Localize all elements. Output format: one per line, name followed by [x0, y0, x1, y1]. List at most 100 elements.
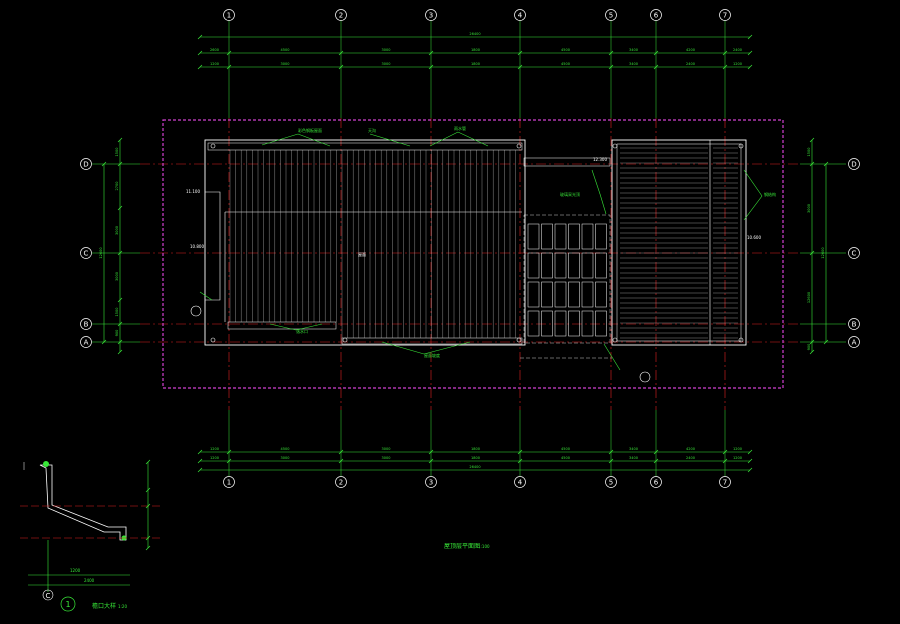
grid-bubble-label-D: D [83, 161, 88, 169]
dim-top-row1-label: 4500 [281, 48, 290, 52]
dim-bottom-total-label: 26400 [469, 465, 480, 469]
dim-top-row2-tick [517, 64, 523, 70]
annotation-6: 钢结构 [764, 191, 776, 197]
right-roof-outline [611, 139, 747, 346]
dim-top-row2-tick [428, 64, 434, 70]
dim-bottom-row1-tick [747, 449, 753, 455]
annotation-leader [743, 195, 763, 221]
detail-number: 1 [65, 600, 70, 609]
grid-bubble-col-4 [514, 9, 526, 21]
roof-drain [612, 337, 618, 343]
dim-bottom-row2-label: 2400 [686, 456, 695, 460]
detail-vertical-tick [145, 487, 151, 493]
detail-dim-2: 2400 [84, 578, 95, 583]
dim-bottom-row2-tick [338, 458, 344, 464]
dim-top-row1-tick [338, 50, 344, 56]
dim-bottom-row2-tick [747, 458, 753, 464]
right-roof-inner [616, 143, 742, 342]
dim-top-row1-tick [747, 50, 753, 56]
annotations [190, 131, 763, 383]
roof-drain [210, 143, 216, 149]
dim-top-row2-label: 1200 [210, 62, 219, 66]
dim-bottom-row1-label: 1800 [471, 447, 480, 451]
annotation-leader [599, 193, 607, 215]
dim-top-row2-label: 1200 [733, 62, 742, 66]
dim-top-row2-label: 3000 [281, 62, 290, 66]
annotation-leader [199, 291, 213, 301]
dim-bottom-row2-label: 3000 [281, 456, 290, 460]
dim-right-row1-tick [809, 339, 815, 345]
roof-drain [210, 337, 216, 343]
dim-bottom-row1-label: 4500 [281, 447, 290, 451]
dim-left-row1-label: 2700 [115, 182, 119, 191]
dim-left-row1-label: 3000 [115, 272, 119, 281]
dim-left-row1-tick [117, 161, 123, 167]
elevation-mark-4: 10.600 [747, 235, 761, 240]
detail-vertical-tick [145, 503, 151, 509]
dim-right-row1-tick [809, 349, 815, 355]
annotation-1: 彩色钢板屋面 [298, 127, 322, 133]
dim-left-row1-label: 3000 [115, 226, 119, 235]
gutter-bottom-right [341, 337, 523, 345]
dim-left-total-tick [101, 161, 107, 167]
dim-bottom-row2-label: 1800 [471, 456, 480, 460]
roof-drain [738, 143, 744, 149]
elevation-mark-2: 10.800 [190, 244, 204, 249]
dim-left-row1-tick [117, 250, 123, 256]
annotation-leader [369, 133, 411, 147]
skylight-panel [595, 252, 607, 279]
annotation-5: 玻璃采光顶 [560, 191, 580, 197]
skylight-panel [541, 281, 553, 308]
grid-bubble-label-7: 7 [723, 12, 727, 20]
detail-axis-bubble [42, 589, 54, 601]
dim-left-total-label: 12600 [99, 247, 103, 258]
skylight-panel [568, 223, 580, 250]
dim-bottom-row2-tick [428, 458, 434, 464]
dim-bottom-row2-label: 3000 [382, 456, 391, 460]
eave-section [39, 464, 127, 541]
annotation-leader [591, 169, 601, 195]
dim-top-row1-tick [722, 50, 728, 56]
grid-bubble-row-A [80, 336, 92, 348]
roof-drain [342, 337, 348, 343]
annotation-leader [743, 169, 763, 197]
dim-right-row1-label: 12600 [807, 292, 811, 303]
gutter-bottom-left [227, 321, 337, 330]
grid-bubble-col-1 [223, 476, 235, 488]
dim-top-row2-tick [653, 64, 659, 70]
grid-bubble-col-2 [335, 476, 347, 488]
dim-top-total-tick [197, 34, 203, 40]
dim-left-row1-tick [117, 349, 123, 355]
connector-roof [523, 157, 611, 167]
dim-right-row1-tick [809, 161, 815, 167]
grid-bubble-label-C: C [84, 250, 89, 258]
grid-bubble-label-6: 6 [654, 479, 659, 487]
grid-bubble-row-B [80, 318, 92, 330]
annotation-7: 落水口 [296, 328, 308, 334]
skylight-panel [595, 281, 607, 308]
dim-top-row2-tick [338, 64, 344, 70]
dim-bottom-row2-label: 3400 [629, 456, 638, 460]
grid-bubble-label-5: 5 [609, 479, 613, 487]
grid-bubble-label-A: A [84, 339, 89, 347]
dim-top-row2-tick [747, 64, 753, 70]
roof-notch [205, 191, 221, 301]
dim-top-row1-label: 3000 [382, 48, 391, 52]
dim-top-total-tick [747, 34, 753, 40]
dim-top-row1-tick [226, 50, 232, 56]
skylight-panel [568, 310, 580, 337]
grid-bubble-label-7: 7 [723, 479, 727, 487]
dim-bottom-row2-label: 4500 [561, 456, 570, 460]
roof-outline [204, 139, 747, 359]
dim-bottom-row1-tick [722, 449, 728, 455]
plan-scale: 1:100 [478, 544, 490, 549]
grid-bubble-row-B [848, 318, 860, 330]
dim-left-row1-tick [117, 205, 123, 211]
eave-gutter [43, 461, 49, 467]
boundary-outline [162, 119, 784, 389]
annotation-leader [295, 323, 323, 331]
dim-top-row1-tick [428, 50, 434, 56]
annotation-leader [429, 131, 459, 147]
skylight-panel [541, 310, 553, 337]
